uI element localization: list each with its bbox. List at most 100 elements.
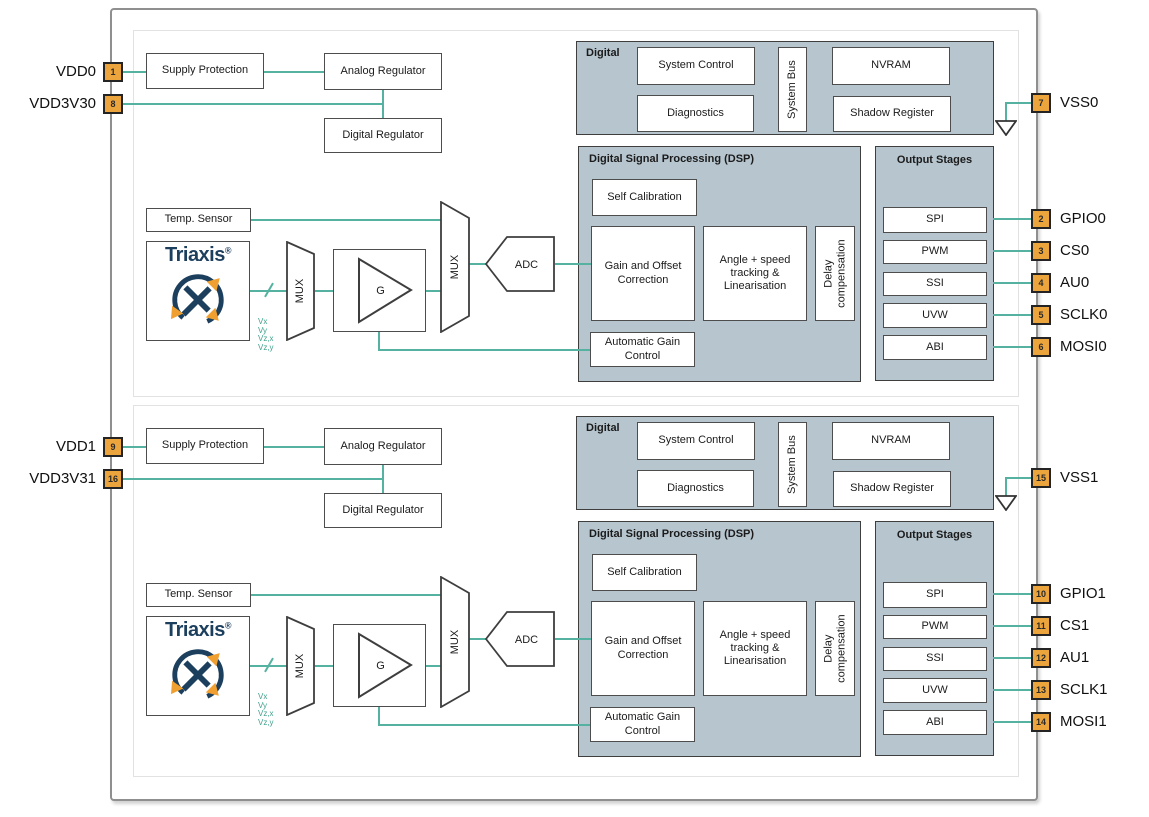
pin-label-vdd3v3: VDD3V30 — [29, 95, 96, 112]
wire-agc-feedback-h — [378, 349, 590, 351]
dsp-block: Digital Signal Processing (DSP) Self Cal… — [578, 521, 861, 757]
registered-mark: ® — [224, 245, 232, 256]
pin-vdd: 1 — [103, 62, 123, 82]
gain-offset-block: Gain and Offset Correction — [591, 226, 695, 321]
system-control-block: System Control — [637, 422, 755, 460]
amplifier-triangle — [358, 257, 413, 324]
digital-block-title: Digital — [586, 47, 620, 59]
signal-vx: Vx — [258, 317, 268, 326]
adc-label: ADC — [514, 258, 539, 271]
wire-supply-to-analogreg — [264, 446, 324, 448]
wire-output-uvw — [993, 689, 1031, 691]
signal-labels: Vx Vy Vz,x Vz,y — [258, 692, 274, 727]
uvw-block: UVW — [883, 678, 987, 703]
signal-vx: Vx — [258, 692, 268, 701]
wire-mux-to-amp — [315, 665, 334, 667]
nvram-block: NVRAM — [832, 422, 950, 460]
output-stages-title: Output Stages — [896, 154, 973, 166]
system-bus-block: System Bus — [778, 422, 807, 507]
wire-output-uvw — [993, 314, 1031, 316]
ssi-block: SSI — [883, 647, 987, 671]
angle-speed-block: Angle + speed tracking & Linearisation — [703, 226, 807, 321]
pin-label-vdd: VDD1 — [55, 438, 96, 455]
pin-label-cs: CS0 — [1060, 242, 1090, 259]
temp-sensor-block: Temp. Sensor — [146, 583, 251, 607]
pin-number: 12 — [1035, 653, 1046, 663]
pin-cs: 3 — [1031, 241, 1051, 261]
wire-agc-feedback-v — [378, 332, 380, 351]
wire-vss-v — [1005, 102, 1007, 121]
digital-regulator-block: Digital Regulator — [324, 118, 442, 153]
abi-block: ABI — [883, 710, 987, 735]
system-bus-block: System Bus — [778, 47, 807, 132]
triaxis-logo-icon — [170, 649, 224, 701]
wire-output-ssi — [993, 282, 1031, 284]
registered-mark: ® — [224, 620, 232, 631]
automatic-gain-control-block: Automatic Gain Control — [590, 707, 695, 742]
triaxis-logo-text: Triaxis® — [165, 620, 232, 640]
wire-adc-to-dsp — [555, 263, 591, 265]
triaxis-logo-icon — [170, 274, 224, 326]
pin-gpio: 2 — [1031, 209, 1051, 229]
angle-speed-block: Angle + speed tracking & Linearisation — [703, 601, 807, 696]
wire-vss-h — [1005, 102, 1032, 104]
triaxis-brand: Triaxis — [164, 244, 225, 266]
self-calibration-block: Self Calibration — [592, 179, 697, 216]
triaxis-sensor-block: Triaxis® — [146, 241, 250, 341]
output-stages-title: Output Stages — [896, 529, 973, 541]
wire-vdd-to-supply — [123, 71, 147, 73]
wire-output-spi — [993, 218, 1031, 220]
adc-shape — [485, 236, 555, 292]
wire-tempsensor-to-mux — [251, 219, 441, 221]
analog-regulator-block: Analog Regulator — [324, 428, 442, 465]
mux1-shape — [286, 241, 315, 341]
pin-vdd3v3: 16 — [103, 469, 123, 489]
pwm-block: PWM — [883, 240, 987, 264]
wire-output-abi — [993, 721, 1031, 723]
pin-number: 8 — [110, 99, 116, 109]
wire-vss-v — [1005, 477, 1007, 496]
die-1: VDD1 9 VDD3V31 16 Supply Protection Anal… — [29, 405, 1108, 777]
dsp-block-title: Digital Signal Processing (DSP) — [589, 528, 755, 540]
pin-number: 1 — [110, 67, 116, 77]
chip-outline: VDD0 1 VDD3V30 8 Supply Protection Analo… — [29, 8, 1108, 801]
self-calibration-block: Self Calibration — [592, 554, 697, 591]
wire-amp-to-mux2 — [425, 290, 442, 292]
wire-agc-feedback-v — [378, 707, 380, 726]
pin-number: 11 — [1036, 621, 1046, 631]
pin-vss: 7 — [1031, 93, 1051, 113]
ssi-block: SSI — [883, 272, 987, 296]
pin-number: 10 — [1035, 589, 1046, 599]
pin-number: 13 — [1035, 685, 1046, 695]
pin-label-mosi: MOSI0 — [1060, 338, 1107, 355]
pin-number: 3 — [1038, 246, 1044, 256]
wire-vdd3v3-rail — [123, 478, 384, 480]
wire-adc-to-dsp — [555, 638, 591, 640]
wire-mux2-to-adc — [469, 263, 486, 265]
pin-sclk: 5 — [1031, 305, 1051, 325]
shadow-register-block: Shadow Register — [833, 96, 951, 132]
diagnostics-block: Diagnostics — [637, 470, 754, 507]
system-control-block: System Control — [637, 47, 755, 85]
wire-mux-to-amp — [315, 290, 334, 292]
triaxis-logo-text: Triaxis® — [164, 244, 232, 266]
pin-label-vdd3v3: VDD3V31 — [29, 470, 96, 487]
mux2-shape — [440, 201, 470, 333]
pin-number: 6 — [1038, 342, 1044, 352]
wire-amp-to-mux2 — [425, 665, 442, 667]
wire-output-spi — [993, 593, 1031, 595]
ground-icon — [995, 495, 1017, 511]
shadow-register-block: Shadow Register — [833, 471, 951, 507]
signal-vzy: Vz,y — [258, 717, 274, 727]
digital-block: Digital System Control Diagnostics Syste… — [576, 416, 994, 510]
uvw-block: UVW — [883, 303, 987, 328]
wire-vdd-to-supply — [123, 446, 147, 448]
dsp-block-title: Digital Signal Processing (DSP) — [589, 153, 755, 165]
pin-label-vdd: VDD0 — [55, 63, 96, 80]
abi-block: ABI — [883, 335, 987, 360]
pin-cs: 11 — [1031, 616, 1051, 636]
diagnostics-block: Diagnostics — [637, 95, 754, 132]
wire-vss-h — [1005, 477, 1032, 479]
pin-au: 12 — [1031, 648, 1051, 668]
amplifier-gain-label: G — [376, 284, 385, 297]
